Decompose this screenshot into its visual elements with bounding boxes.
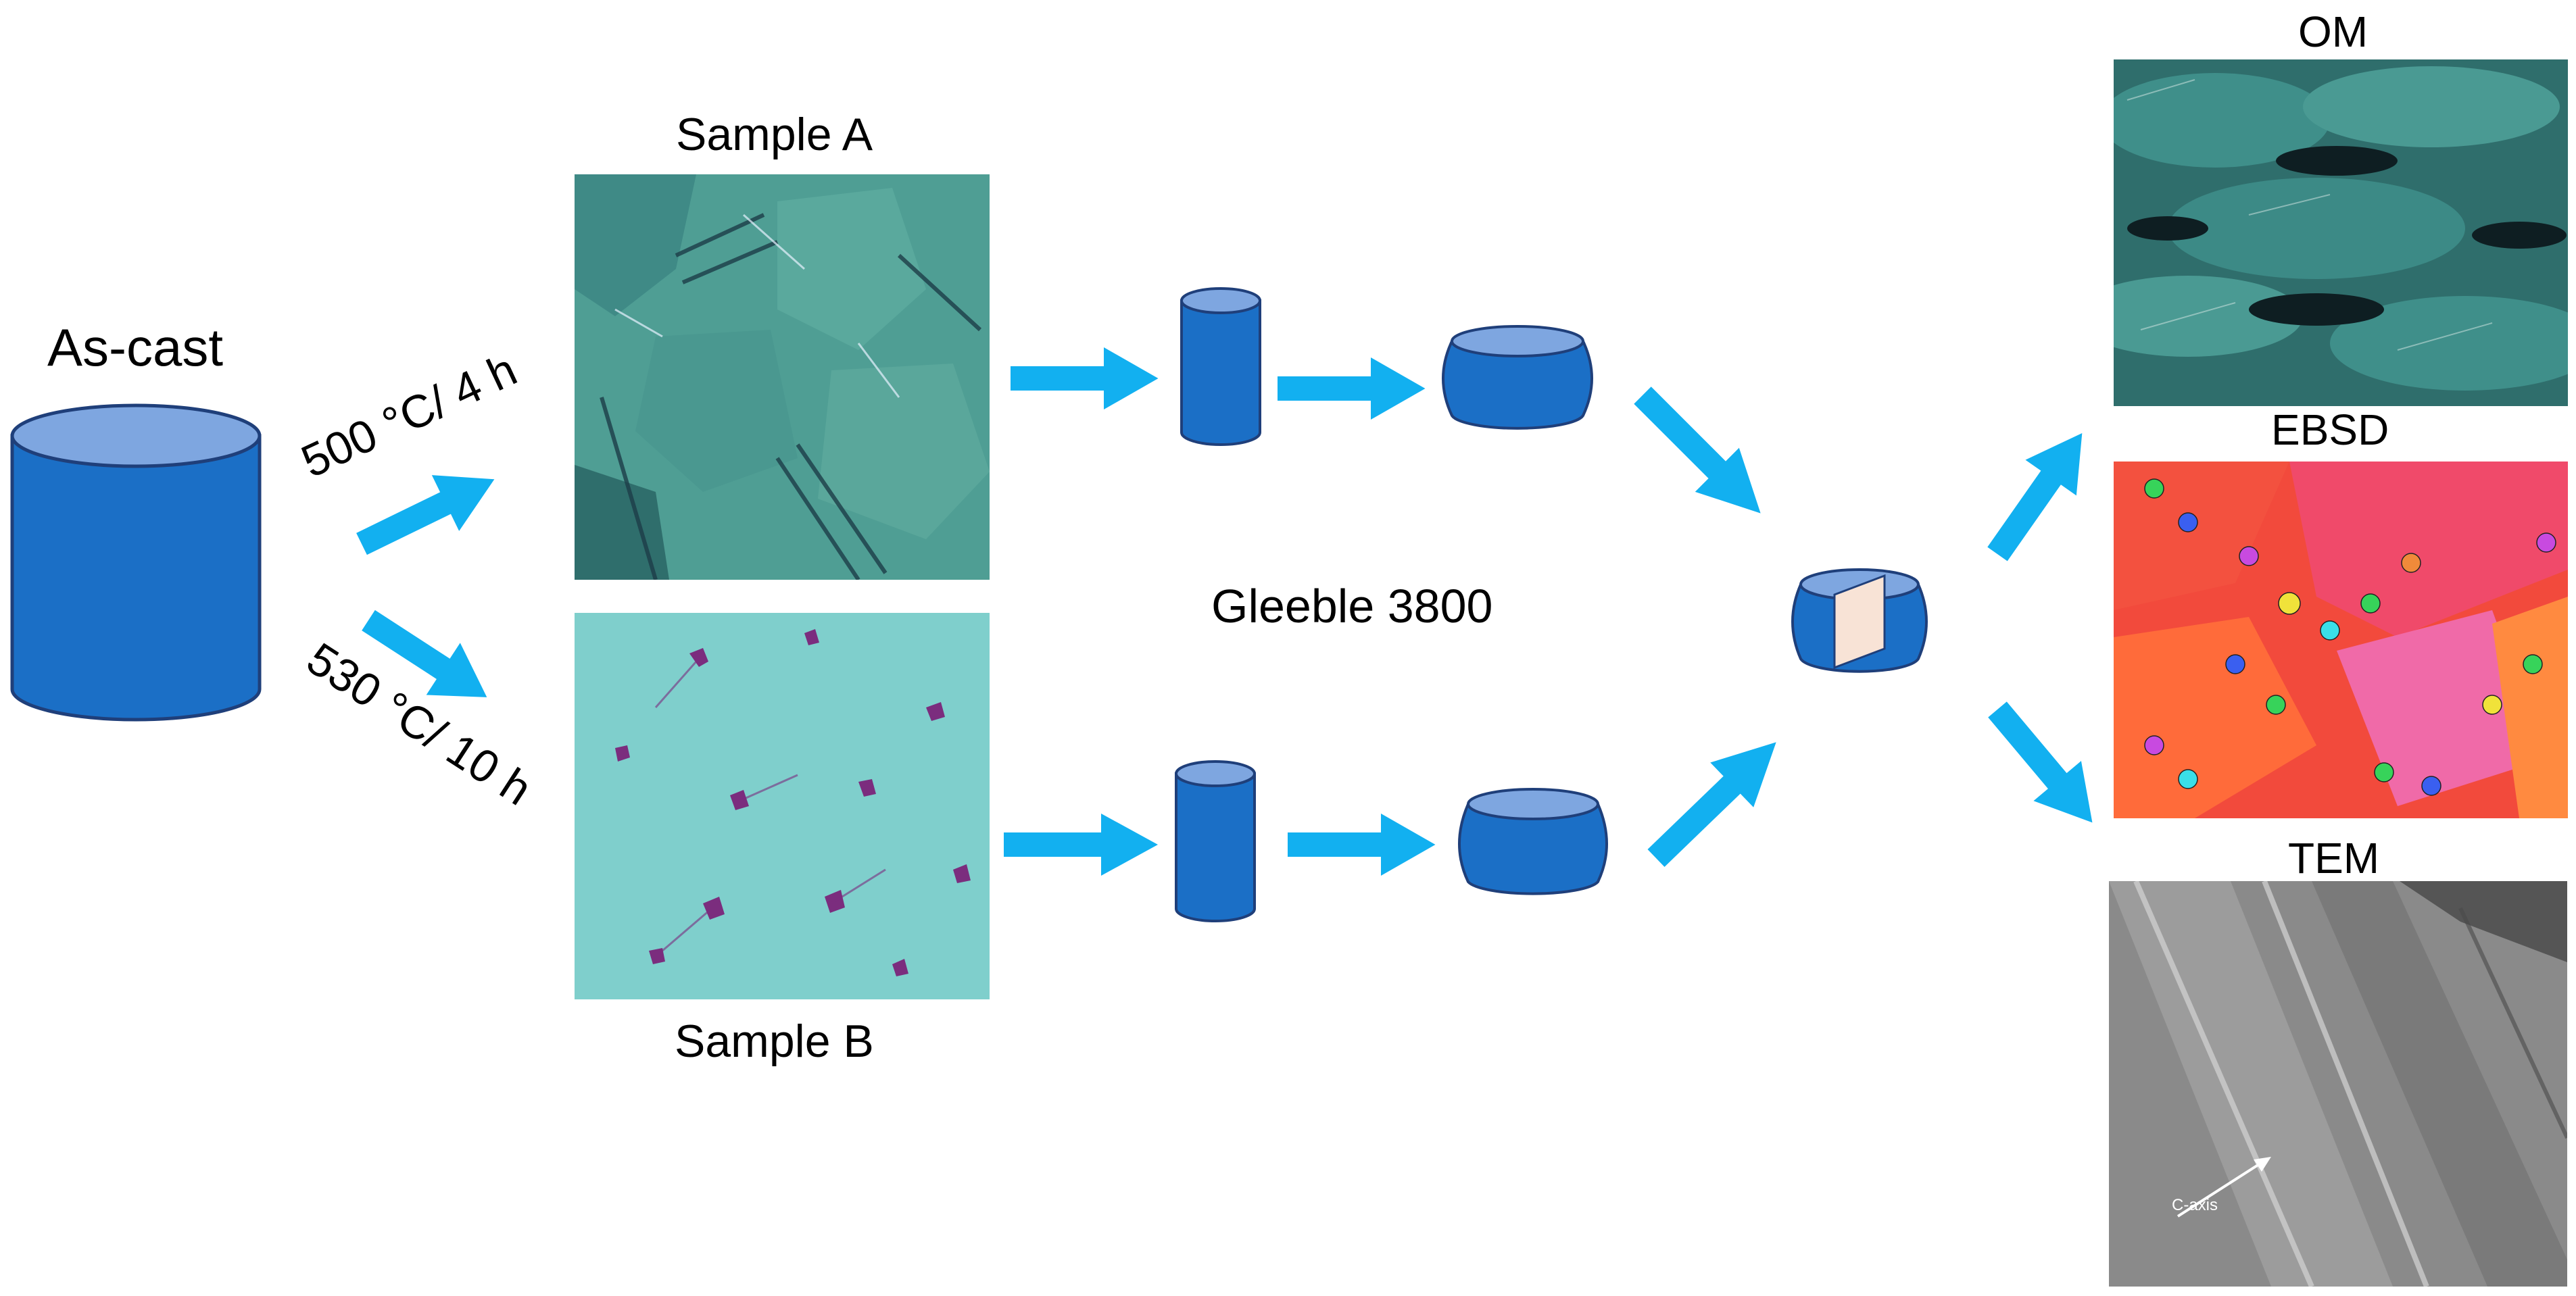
- sample-b-cylinder: [1175, 760, 1256, 922]
- arrow-section-to-tem: [1973, 689, 2116, 843]
- tem-label: TEM: [2288, 834, 2380, 882]
- arrow-b-barrel-to-section: [1634, 720, 1798, 881]
- om-label: OM: [2298, 7, 2368, 56]
- sample-a-micrograph: [575, 174, 990, 580]
- ebsd-map: [2114, 462, 2568, 818]
- as-cast-label: As-cast: [47, 318, 224, 377]
- sample-a-cylinder: [1180, 287, 1261, 446]
- section-plane: [1833, 574, 1886, 670]
- arrow-a-to-cylinder: [1011, 347, 1159, 409]
- sample-b-label: Sample B: [675, 1016, 874, 1067]
- c-axis-arrow: [2177, 1157, 2271, 1218]
- arrow-to-sample-a: [347, 451, 508, 572]
- arrow-a-barrel-to-section: [1620, 373, 1783, 536]
- sample-b-compressed-barrel: [1458, 788, 1608, 895]
- as-cast-cylinder: [10, 403, 262, 722]
- gleeble-label: Gleeble 3800: [1211, 580, 1493, 632]
- arrow-b-cylinder-to-barrel: [1288, 814, 1436, 876]
- arrow-section-to-om: [1972, 415, 2108, 572]
- ebsd-label: EBSD: [2271, 405, 2389, 454]
- sample-a-compressed-barrel: [1442, 325, 1593, 430]
- sample-b-micrograph: [575, 613, 990, 999]
- arrow-b-to-cylinder: [1004, 814, 1158, 876]
- arrow-a-cylinder-to-barrel: [1278, 357, 1426, 420]
- c-axis-label: C-axis: [2172, 1196, 2218, 1214]
- om-micrograph: [2114, 59, 2568, 406]
- tem-micrograph: C-axis: [2109, 881, 2567, 1287]
- sample-a-label: Sample A: [676, 109, 873, 160]
- sectioned-sample: [1791, 568, 1928, 673]
